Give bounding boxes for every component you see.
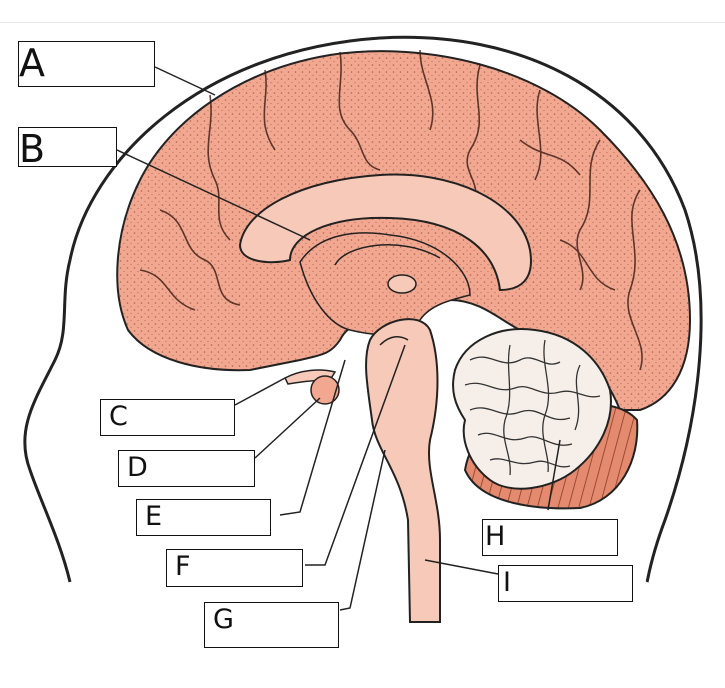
label-I: I <box>503 567 511 598</box>
label-G: G <box>213 604 234 635</box>
label-F: F <box>175 551 191 582</box>
pituitary-gland <box>310 375 340 405</box>
leader-H <box>547 439 561 511</box>
top-divider <box>0 22 725 23</box>
label-H: H <box>485 521 506 552</box>
leader-A <box>154 66 216 96</box>
cerebellum <box>452 328 612 490</box>
leader-G <box>339 449 386 611</box>
label-box-H[interactable]: H <box>482 519 618 556</box>
label-C: C <box>109 401 128 432</box>
label-D: D <box>127 452 148 483</box>
leader-F <box>305 344 406 566</box>
brainstem <box>365 318 441 623</box>
label-box-E[interactable]: E <box>136 499 271 536</box>
label-E: E <box>145 501 163 532</box>
leader-E <box>279 359 346 516</box>
label-box-A[interactable]: A <box>18 41 155 87</box>
label-box-B[interactable]: B <box>18 127 117 171</box>
label-B: B <box>19 127 46 171</box>
label-A: A <box>19 41 45 85</box>
leader-I <box>424 559 499 575</box>
head-outline <box>23 35 703 583</box>
leader-C <box>234 377 286 406</box>
label-box-I[interactable]: I <box>498 565 633 602</box>
corpus-callosum <box>238 173 532 292</box>
label-box-F[interactable]: F <box>166 549 303 587</box>
intermediate-mass <box>387 274 417 294</box>
leader-D <box>254 397 321 459</box>
label-box-G[interactable]: G <box>204 602 339 648</box>
leader-B <box>116 149 311 241</box>
label-box-D[interactable]: D <box>118 450 255 487</box>
label-box-C[interactable]: C <box>100 399 235 436</box>
